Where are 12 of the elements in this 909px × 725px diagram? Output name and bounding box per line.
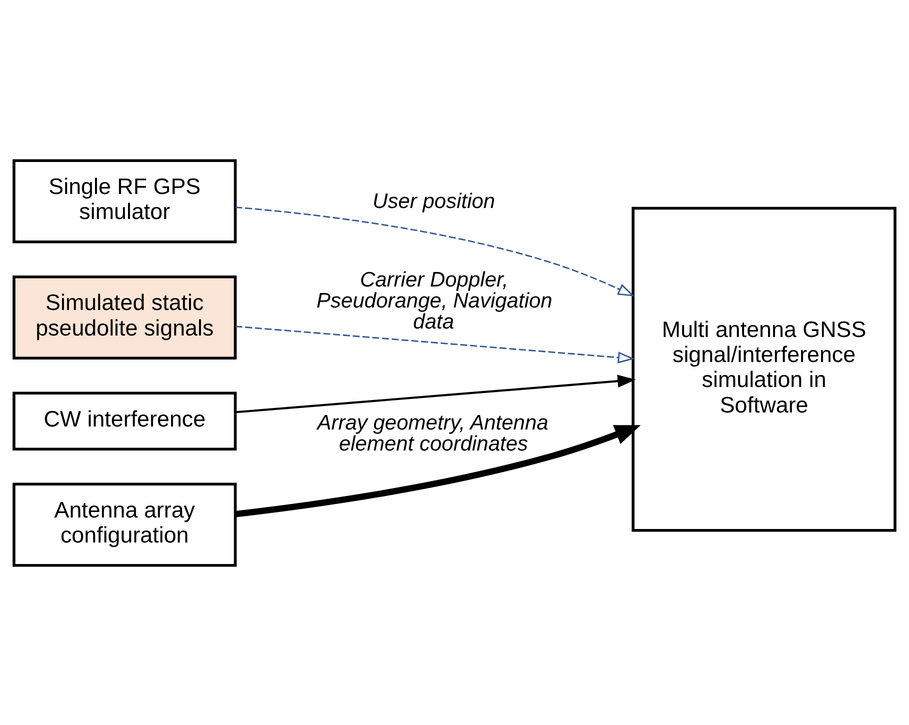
arrow [235, 374, 636, 413]
edge-label: Array geometry, Antenna element coordinates [317, 411, 548, 456]
node-box: Antenna array configuration [12, 482, 237, 566]
node-box: Multi antenna GNSS signal/interference simulation in Software [632, 206, 896, 532]
node-box: CW interference [12, 391, 237, 450]
node-box: Simulated static pseudolite signals [12, 274, 237, 359]
edge-label: User position [372, 190, 496, 213]
arrow [235, 424, 641, 517]
arrow [235, 325, 635, 363]
node-box: Single RF GPS simulator [12, 158, 237, 243]
arrow [235, 206, 635, 296]
edge-label: Carrier Doppler, Pseudorange, Navigation data [316, 268, 552, 334]
